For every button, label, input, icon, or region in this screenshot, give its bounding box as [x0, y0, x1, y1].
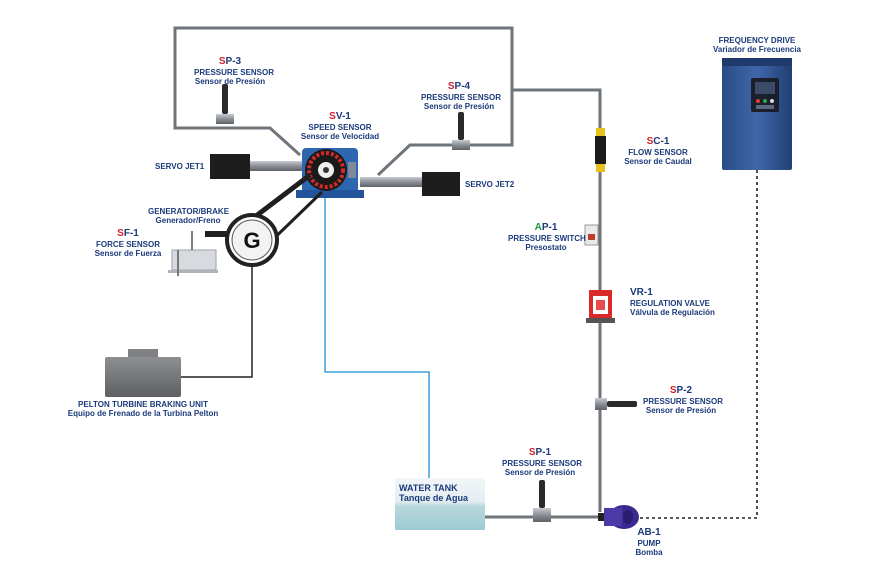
label-sc1: SC-1 FLOW SENSOR Sensor de Caudal: [624, 136, 692, 166]
force-sensor-assembly: [168, 231, 228, 276]
label-freq-drive: FREQUENCY DRIVE Variador de Frecuencia: [712, 36, 802, 55]
label-braking-unit: PELTON TURBINE BRAKING UNIT Equipo de Fr…: [67, 400, 219, 419]
water-tank: [395, 478, 485, 530]
label-sp3: SP-3 PRESSURE SENSOR Sensor de Presión: [194, 56, 275, 86]
sp3-sensor: [216, 84, 234, 124]
label-generator: GENERATOR/BRAKE Generador/Freno: [148, 207, 230, 226]
label-sp2: SP-2 PRESSURE SENSOR Sensor de Presión: [643, 385, 724, 415]
label-water-tank: WATER TANK Tanque de Agua: [399, 483, 469, 504]
label-sv1: SV-1 SPEED SENSOR Sensor de Velocidad: [300, 111, 380, 141]
pelton-turbine: [296, 148, 364, 198]
drive-signal-line: [630, 170, 758, 519]
label-vr1: VR-1 REGULATION VALVE Válvula de Regulac…: [630, 287, 715, 317]
flow-sensor: [595, 128, 606, 172]
servo-jet-2: [360, 172, 460, 196]
label-sf1: SF-1 FORCE SENSOR Sensor de Fuerza: [94, 228, 162, 258]
water-return-line: [324, 195, 430, 478]
generator-symbol: G: [243, 228, 260, 253]
sp2-sensor: [595, 398, 637, 410]
label-servo-jet2: SERVO JET2: [465, 180, 515, 189]
label-sp4: SP-4 PRESSURE SENSOR Sensor de Presión: [421, 81, 502, 111]
label-ab1: AB-1 PUMP Bomba: [635, 527, 663, 557]
label-servo-jet1: SERVO JET1: [155, 162, 205, 171]
pipe-network: [173, 26, 602, 519]
label-sp1: SP-1 PRESSURE SENSOR Sensor de Presión: [502, 447, 583, 477]
regulation-valve: [586, 290, 615, 323]
generator-brake: G: [225, 213, 279, 267]
frequency-drive: [722, 58, 792, 170]
generator-cable: [180, 265, 253, 378]
pressure-switch: [584, 224, 599, 246]
pump: [598, 505, 639, 529]
label-ap1: AP-1 PRESSURE SWITCH Presostato: [508, 222, 586, 252]
sp4-sensor: [452, 112, 470, 150]
braking-unit: [105, 349, 181, 397]
servo-jet-1: [210, 154, 305, 179]
sp1-sensor: [533, 480, 551, 522]
